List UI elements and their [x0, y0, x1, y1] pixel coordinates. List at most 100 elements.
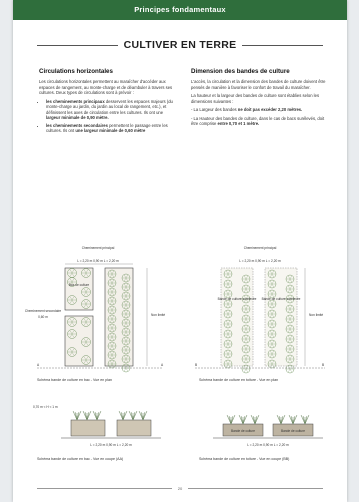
plants-group	[72, 410, 148, 421]
plant-icon	[223, 289, 233, 299]
plant-icon	[280, 414, 286, 425]
chem-principal-label: Cheminement principal	[244, 246, 277, 250]
plant-icon	[285, 304, 295, 314]
caption-right-plan: Schéma bande de culture en toiture - Vue…	[199, 378, 279, 382]
plant-icon	[223, 319, 233, 329]
plant-icon	[82, 410, 88, 421]
plant-icon	[241, 304, 251, 314]
coupe-toiture-figure: Bande de culture Bande de culture L = 2,…	[213, 414, 323, 447]
plant-icon	[285, 364, 295, 374]
plant-icon	[130, 411, 134, 421]
plant-icon	[242, 414, 248, 425]
plant-icon	[285, 314, 295, 324]
plant-icon	[223, 339, 233, 349]
dims-label: L = 2,20 m 0,90 m L = 2,20 m	[239, 259, 281, 263]
plant-icon	[121, 273, 131, 283]
plant-icon	[121, 291, 131, 301]
left-heading: Circulations horizontales	[39, 68, 113, 75]
plant-icon	[223, 349, 233, 359]
caption-right-coupe: Schéma bande de culture en toiture - Vue…	[199, 457, 290, 461]
bande-right	[264, 267, 298, 367]
plant-icon	[241, 364, 251, 374]
secondaire-dim: 0,60 m	[38, 315, 48, 319]
plant-icon	[285, 274, 295, 284]
plant-icon	[67, 277, 77, 287]
left-list-item: les cheminements principaux desservent l…	[46, 99, 175, 121]
bold-text: les cheminements principaux	[46, 98, 105, 104]
bande-label: Bande de culture surélevée	[262, 297, 301, 301]
dims-label: L = 2,20 m 0,90 m L = 2,20 m	[247, 443, 289, 447]
plant-icon	[241, 314, 251, 324]
dims-label: L = 2,20 m 0,90 m L = 2,20 m	[90, 443, 132, 447]
plant-icon	[81, 299, 91, 309]
plant-icon	[292, 414, 298, 425]
dims-label: L = 2,20 m 0,90 m L = 2,20 m	[77, 259, 119, 263]
plant-icon	[223, 279, 233, 289]
plant-icon	[238, 414, 244, 425]
document-page: Principes fondamentaux CULTIVER EN TERRE…	[13, 0, 347, 502]
plant-icon	[121, 354, 131, 364]
plant-icon	[67, 347, 77, 357]
plant-icon	[254, 414, 260, 425]
plant-icon	[278, 415, 282, 425]
plant-icon	[223, 309, 233, 319]
plant-icon	[107, 314, 117, 324]
plant-icon	[107, 305, 117, 315]
plant-icon	[81, 355, 91, 365]
right-heading: Dimension des bandes de culture	[191, 68, 290, 75]
plant-icon	[267, 299, 277, 309]
plants-group	[223, 269, 295, 374]
plant-icon	[252, 415, 256, 425]
plant-icon	[230, 414, 236, 425]
right-p2: La hauteur et la largeur des bandes de c…	[191, 93, 320, 104]
plant-icon	[223, 299, 233, 309]
plant-icon	[241, 354, 251, 364]
plant-icon	[241, 334, 251, 344]
left-column: Circulations horizontales Les circulatio…	[39, 68, 175, 137]
chem-secondaire-label: Cheminement secondaire	[25, 309, 62, 313]
plant-icon	[267, 279, 277, 289]
plant-icon	[120, 411, 124, 421]
plant-icon	[107, 332, 117, 342]
plant-icon	[223, 329, 233, 339]
plant-icon	[118, 410, 124, 421]
text: - La Largeur des bandes	[191, 107, 238, 112]
plants-group	[226, 414, 310, 425]
plant-icon	[241, 274, 251, 284]
coupe-bac-figure: 0,70 m < H < 1 m L = 2,20 m 0,90 m L = 2…	[33, 405, 161, 447]
plant-icon	[107, 269, 117, 279]
chem-principal-label: Cheminement principal	[82, 246, 115, 250]
plant-icon	[267, 309, 277, 319]
non-limite-label: Non limité	[309, 313, 323, 317]
plant-icon	[121, 327, 131, 337]
plant-icon	[84, 411, 88, 421]
plant-icon	[107, 296, 117, 306]
left-intro: Les circulations horizontales permettent…	[39, 79, 173, 95]
plant-icon	[285, 334, 295, 344]
plant-icon	[285, 344, 295, 354]
bold-text: une largeur minimale de 0,60 mètre	[75, 128, 146, 133]
plant-icon	[267, 349, 277, 359]
plant-icon	[122, 410, 128, 421]
caption-left-coupe: Schéma bande de culture en bac - Vue en …	[37, 457, 124, 461]
bac-bottom-left	[64, 315, 94, 367]
plant-icon	[81, 337, 91, 347]
title-row: CULTIVER EN TERRE	[37, 38, 324, 52]
text: - La Hauteur des bandes de culture, dans…	[191, 115, 325, 127]
plant-icon	[241, 294, 251, 304]
plant-icon	[128, 410, 134, 421]
right-p1: L'accès, la circulation et la dimension …	[191, 79, 326, 90]
plant-icon	[72, 410, 78, 421]
plant-icon	[121, 300, 131, 310]
plan-toiture-figure: Cheminement principal L = 2,20 m 0,90 m …	[195, 246, 325, 374]
plant-icon	[267, 339, 277, 349]
page-number: 20	[177, 485, 183, 491]
title-rule-left	[37, 44, 118, 46]
plant-icon	[228, 415, 232, 425]
plant-icon	[241, 324, 251, 334]
plant-icon	[288, 414, 294, 425]
plant-icon	[107, 323, 117, 333]
plant-icon	[81, 268, 91, 278]
bac-top-left	[64, 267, 94, 311]
page-header: Principes fondamentaux	[13, 0, 347, 20]
